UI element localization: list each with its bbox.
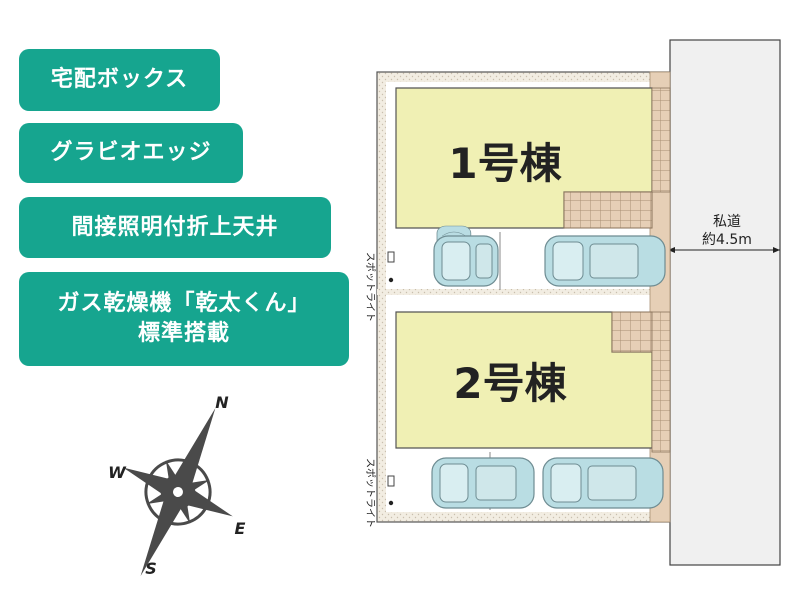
feature-badge-label: ガス乾燥機「乾太くん」 (57, 291, 311, 316)
spotlight-2-post (388, 500, 394, 506)
car-1b-body (544, 235, 666, 287)
compass-east-label: E (235, 519, 246, 538)
feature-badge-delivery-box: 宅配ボックス (19, 49, 220, 111)
building-2-entrance (611, 311, 653, 353)
road-width-label: 約4.5m (702, 232, 752, 248)
private-road (669, 39, 781, 566)
feature-badge-label: グラビオエッジ (50, 140, 212, 165)
spotlight-1 (387, 251, 395, 263)
feature-badge-label: 標準搭載 (137, 321, 230, 346)
feature-badge-gas-dryer: ガス乾燥機「乾太くん」 標準搭載 (19, 272, 349, 366)
spotlight-label: スポットライト (364, 252, 376, 322)
compass-south-label: S (145, 559, 157, 578)
road-label: 私道 (713, 214, 741, 230)
feature-badge-graviedge: グラビオエッジ (19, 123, 243, 183)
compass-rose (123, 407, 233, 577)
car-2a-body (431, 457, 535, 509)
compass-west-label: W (108, 463, 127, 482)
spotlight-2 (387, 475, 395, 487)
car-1a-body (433, 235, 499, 287)
car-2b-body (542, 457, 664, 509)
building-1-entrance (563, 191, 653, 229)
feature-badge-indirect-lighting: 間接照明付折上天井 (19, 197, 331, 258)
building-1-label: 1号棟 (448, 139, 562, 188)
spotlight-label: スポットライト (364, 458, 376, 528)
feature-badge-label: 間接照明付折上天井 (71, 214, 279, 240)
feature-badge-label: 宅配ボックス (50, 67, 189, 92)
spotlight-1-post (388, 277, 394, 283)
compass-north-label: N (215, 393, 229, 412)
building-2-label: 2号棟 (453, 359, 567, 408)
